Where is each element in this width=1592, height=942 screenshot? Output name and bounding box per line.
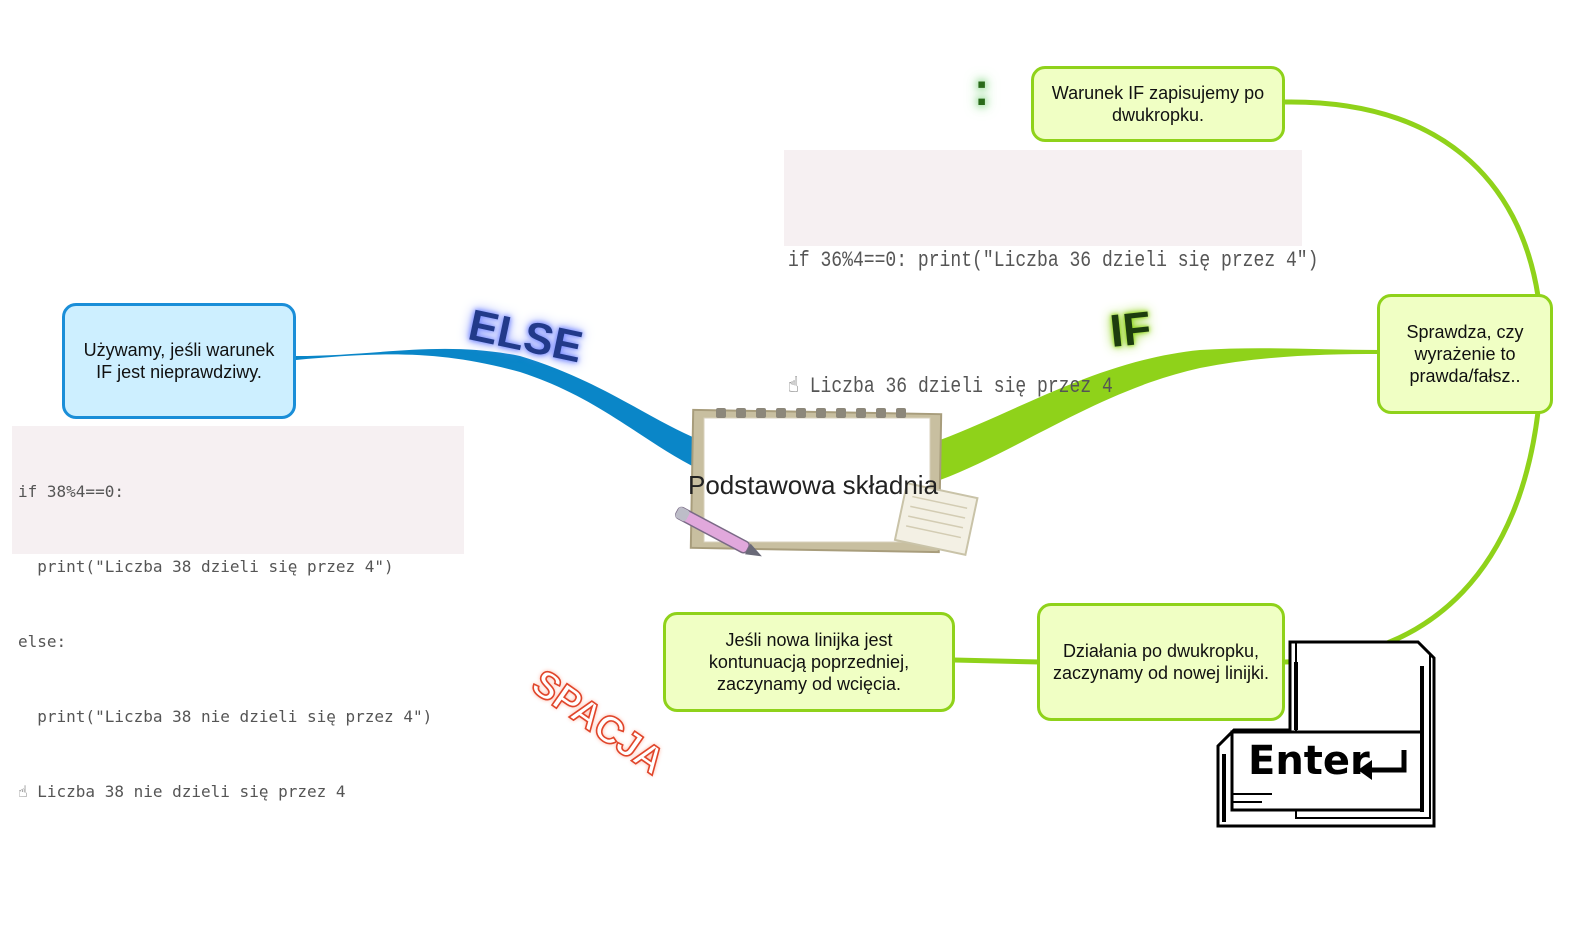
if-code-snippet: if 36%4==0: print("Liczba 36 dzieli się … xyxy=(784,150,1318,399)
notepad-icon xyxy=(689,408,943,554)
code-line: print("Liczba 38 dzieli się przez 4") xyxy=(18,557,394,576)
central-topic-title: Podstawowa składnia xyxy=(688,470,939,500)
else-branch xyxy=(296,348,700,470)
code-output-line: ☝ Liczba 36 dzieli się przez 4 xyxy=(788,366,1206,408)
link-actions-to-indent xyxy=(953,657,1041,665)
link-colon-to-check xyxy=(1284,99,1541,297)
code-line: print("Liczba 38 nie dzieli się przez 4"… xyxy=(18,707,433,726)
if-branch-label: IF xyxy=(1107,301,1154,357)
code-line: if 38%4==0: xyxy=(18,482,124,501)
else-description-node[interactable]: Używamy, jeśli warunek IF jest nieprawdz… xyxy=(62,303,296,419)
thumbs-up-icon: ☝ xyxy=(788,374,810,399)
small-note-icon xyxy=(893,481,979,557)
code-line: if 36%4==0: print("Liczba 36 dzieli się … xyxy=(788,248,1319,273)
code-output-text: Liczba 36 dzieli się przez 4 xyxy=(809,374,1113,399)
enter-key-label: Enter xyxy=(1248,738,1370,784)
if-colon-node[interactable]: Warunek IF zapisujemy po dwukropku. xyxy=(1031,66,1285,142)
enter-key-icon xyxy=(1216,640,1436,828)
if-check-node[interactable]: Sprawdza, czy wyrażenie to prawda/fałsz.… xyxy=(1377,294,1553,414)
if-branch xyxy=(940,348,1380,480)
link-check-to-actions xyxy=(1284,411,1541,665)
code-line: else: xyxy=(18,632,67,651)
else-code-snippet: if 38%4==0: print("Liczba 38 dzieli się … xyxy=(12,426,464,801)
indent-continuation-node[interactable]: Jeśli nowa linijka jest kontunuacją popr… xyxy=(663,612,955,712)
code-output-line: ☝ Liczba 38 nie dzieli się przez 4 xyxy=(18,779,458,804)
pencil-icon xyxy=(674,506,762,557)
thumbs-up-icon: ☝ xyxy=(18,782,38,801)
colon-label: : xyxy=(974,63,990,115)
actions-newline-node[interactable]: Działania po dwukropku, zaczynamy od now… xyxy=(1037,603,1285,721)
code-output-text: Liczba 38 nie dzieli się przez 4 xyxy=(37,782,346,801)
